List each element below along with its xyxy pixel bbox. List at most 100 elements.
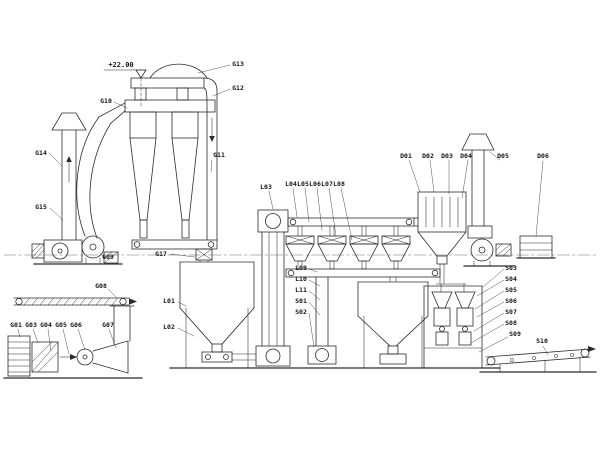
packing-scale-1 (433, 307, 451, 327)
label-l05: L05 (297, 180, 309, 188)
silencer-box (519, 235, 553, 259)
elevation-text: +22.00 (108, 61, 133, 69)
stack-rain-cap (51, 112, 87, 131)
silo-discharge-feeder (201, 351, 233, 363)
feed-belt-conveyor (13, 297, 137, 306)
circulating-fan (33, 235, 123, 265)
label-g17: G17 (155, 250, 167, 258)
label-l02: L02 (163, 323, 175, 331)
cyclone-group (124, 63, 218, 241)
label-g06: G06 (70, 321, 82, 329)
exhaust-stack-left (31, 112, 87, 263)
flow-arrow-right-icon (70, 354, 77, 360)
bucket-elevator (255, 209, 291, 367)
combustion-fan (76, 348, 94, 366)
equipment-tags: G13 G12 G10 G14 G11 G15 G09 G17 G08 G01 … (10, 60, 549, 356)
packing-scale-2 (456, 307, 474, 327)
label-l10: L10 (295, 275, 307, 283)
flow-arrow-up-icon (66, 156, 72, 162)
datum-triangle-icon (135, 69, 147, 79)
label-l11: L11 (295, 286, 307, 294)
stack-right-rain-cap (461, 133, 495, 151)
label-l08: L08 (333, 180, 345, 188)
silo-2-outlet (387, 345, 399, 355)
storage-silo-2 (357, 276, 429, 369)
sifter-2 (317, 235, 347, 270)
fan-scroll (467, 225, 493, 239)
label-s09: S09 (509, 330, 521, 338)
label-s03: S03 (505, 264, 517, 272)
silo-2-feeder (379, 353, 407, 365)
label-g09: G09 (102, 253, 114, 261)
return-downpipe (307, 276, 337, 365)
takeaway-direction-arrow-icon (588, 346, 596, 352)
sifter-row (285, 235, 411, 270)
packing-station (423, 285, 483, 369)
elevator-boot (255, 345, 291, 367)
cyclone-outlet-pipe (130, 77, 205, 89)
label-s06: S06 (505, 297, 517, 305)
label-s10: S10 (536, 337, 548, 345)
label-l04: L04 (285, 180, 297, 188)
label-g15: G15 (35, 203, 47, 211)
bag-2 (458, 331, 472, 346)
sifter-1 (285, 235, 315, 270)
conveyor-direction-arrow-icon (129, 298, 137, 305)
burner-box (31, 341, 59, 373)
flow-arrow-down-icon (209, 136, 215, 142)
label-d04: D04 (460, 152, 472, 160)
curved-riser-duct (76, 102, 126, 239)
label-d06: D06 (537, 152, 549, 160)
silo-outlet (211, 343, 223, 353)
label-g12: G12 (232, 84, 244, 92)
label-g11: G11 (213, 151, 225, 159)
label-s02: S02 (295, 308, 307, 316)
label-l03: L03 (260, 183, 272, 191)
downpipe-boot (307, 345, 337, 365)
hot-air-furnace-assembly (3, 305, 143, 379)
label-l09: L09 (295, 264, 307, 272)
outlet-arch-pipe (149, 63, 208, 79)
label-d02: D02 (422, 152, 434, 160)
fan-right-casing (470, 238, 494, 262)
elevation-marker: +22.00 (103, 61, 147, 107)
exhaust-stack-right (461, 133, 495, 239)
label-s04: S04 (505, 275, 517, 283)
label-g14: G14 (35, 149, 47, 157)
rotary-valve (195, 248, 213, 261)
label-g01: G01 (10, 321, 22, 329)
collector-body (417, 191, 467, 233)
label-s07: S07 (505, 308, 517, 316)
label-g03: G03 (25, 321, 37, 329)
label-s01: S01 (295, 297, 307, 305)
label-s08: S08 (505, 319, 517, 327)
top-distribution-conveyor (287, 217, 419, 237)
label-l01: L01 (163, 297, 175, 305)
storage-silo-1 (179, 261, 257, 369)
fan-casing (81, 235, 105, 259)
air-intake-louver (7, 335, 31, 377)
label-g05: G05 (55, 321, 67, 329)
label-d03: D03 (441, 152, 453, 160)
collector-outlet (436, 255, 448, 265)
cyclone-discharge-screw (131, 239, 218, 263)
sifter-4 (381, 235, 411, 270)
bag-1 (435, 331, 449, 346)
label-s05: S05 (505, 286, 517, 294)
induced-draft-fan (463, 235, 556, 267)
sifter-3 (349, 235, 379, 270)
label-l06: L06 (309, 180, 321, 188)
collecting-screw-conveyor (285, 268, 441, 278)
cyclone-1-barrel (129, 111, 157, 139)
label-g04: G04 (40, 321, 52, 329)
bag-takeaway-conveyor (479, 346, 597, 373)
bag-dust-collector (417, 191, 467, 293)
cyclone-2-cone (171, 137, 199, 221)
label-d05: D05 (497, 152, 509, 160)
label-g10: G10 (100, 97, 112, 105)
cyclone-1-cone (129, 137, 157, 221)
cyclone-2-barrel (171, 111, 199, 139)
label-d01: D01 (400, 152, 412, 160)
label-l07: L07 (321, 180, 333, 188)
label-g13: G13 (232, 60, 244, 68)
